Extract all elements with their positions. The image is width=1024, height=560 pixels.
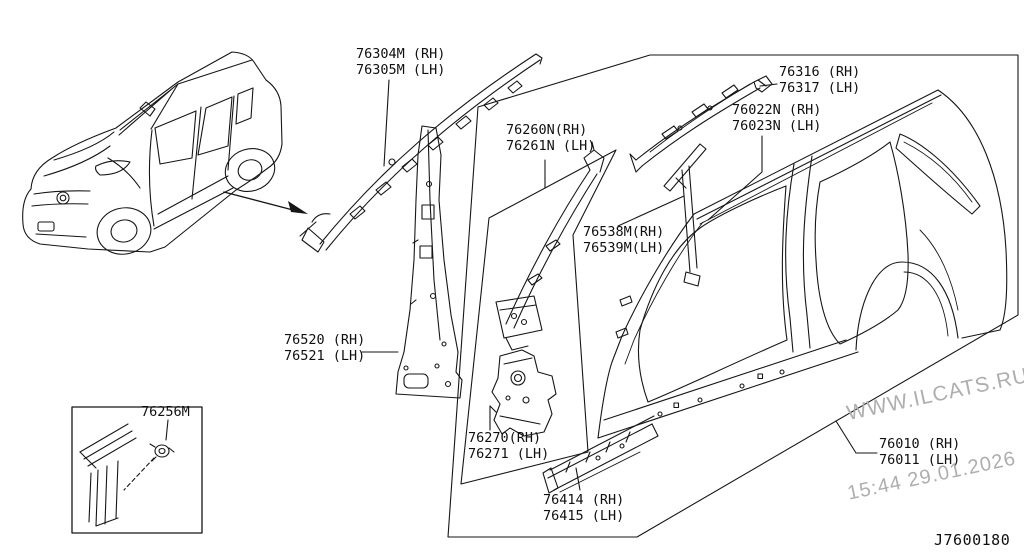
part-drawing-76256-clip bbox=[149, 443, 175, 462]
assembly-group-box-outer bbox=[447, 54, 1019, 538]
part-number-rh: 76538M(RH) bbox=[583, 224, 665, 240]
part-number-rh: 76260N(RH) bbox=[506, 122, 588, 138]
part-number-lh: 76415 (LH) bbox=[543, 508, 625, 524]
part-number-rh: 76414 (RH) bbox=[543, 492, 625, 508]
direction-arrow-icon bbox=[223, 191, 308, 214]
part-drawing-76270-hinge-pillar-lower bbox=[489, 349, 557, 437]
part-drawing-76304-roof-rail bbox=[299, 53, 543, 253]
part-label-76270[interactable]: 76270(RH)76271 (LH) bbox=[468, 430, 549, 462]
part-drawing-76316-roof-rail-inner bbox=[629, 75, 773, 173]
part-label-76260N[interactable]: 76260N(RH)76261N (LH) bbox=[506, 122, 595, 154]
leader-lines bbox=[165, 79, 878, 491]
part-number-rh: 76022N (RH) bbox=[732, 102, 822, 118]
part-number-rh: 76304M (RH) bbox=[356, 46, 446, 62]
part-label-76022N[interactable]: 76022N (RH)76023N (LH) bbox=[732, 102, 821, 134]
part-number-lh: 76317 (LH) bbox=[779, 80, 861, 96]
part-number-lh: 76539M(LH) bbox=[583, 240, 665, 256]
watermark-timestamp: 15:44 29.01.2026 bbox=[845, 447, 1018, 505]
part-drawing-76520-pillar bbox=[395, 125, 463, 399]
part-label-76010[interactable]: 76010 (RH)76011 (LH) bbox=[879, 436, 960, 468]
part-label-76520[interactable]: 76520 (RH)76521 (LH) bbox=[284, 332, 365, 364]
part-drawing-76538-pillar-inner bbox=[663, 143, 707, 287]
assembly-group-box-inner bbox=[460, 149, 617, 485]
part-number: 76256M bbox=[141, 404, 190, 420]
part-drawing-76414-sill bbox=[542, 415, 659, 494]
part-label-76304M[interactable]: 76304M (RH)76305M (LH) bbox=[356, 46, 445, 78]
part-label-76414[interactable]: 76414 (RH)76415 (LH) bbox=[543, 492, 624, 524]
part-number-lh: 76011 (LH) bbox=[879, 452, 961, 468]
part-number-rh: 76010 (RH) bbox=[879, 436, 961, 452]
part-drawing-76260-hinge-pillar-upper bbox=[495, 141, 605, 351]
part-label-76256M[interactable]: 76256M bbox=[141, 404, 190, 420]
part-label-76538M[interactable]: 76538M(RH)76539M(LH) bbox=[583, 224, 664, 256]
diagram-code: J7600180 bbox=[934, 531, 1011, 549]
part-number-rh: 76270(RH) bbox=[468, 430, 542, 446]
part-label-76316[interactable]: 76316 (RH)76317 (LH) bbox=[779, 64, 860, 96]
part-number-lh: 76271 (LH) bbox=[468, 446, 550, 462]
inset-box-76256 bbox=[71, 406, 203, 534]
part-number-rh: 76520 (RH) bbox=[284, 332, 366, 348]
watermark-site: WWW.ILCATS.RU bbox=[844, 363, 1024, 426]
part-number-lh: 76023N (LH) bbox=[732, 118, 822, 134]
highlighted-body-side-frame bbox=[150, 59, 253, 230]
part-number-lh: 76305M (LH) bbox=[356, 62, 446, 78]
part-number-lh: 76261N (LH) bbox=[506, 138, 596, 154]
part-number-rh: 76316 (RH) bbox=[779, 64, 861, 80]
part-number-lh: 76521 (LH) bbox=[284, 348, 366, 364]
car-overview-drawing bbox=[22, 51, 283, 255]
part-drawing-76010-body-side-panel bbox=[597, 89, 1008, 439]
